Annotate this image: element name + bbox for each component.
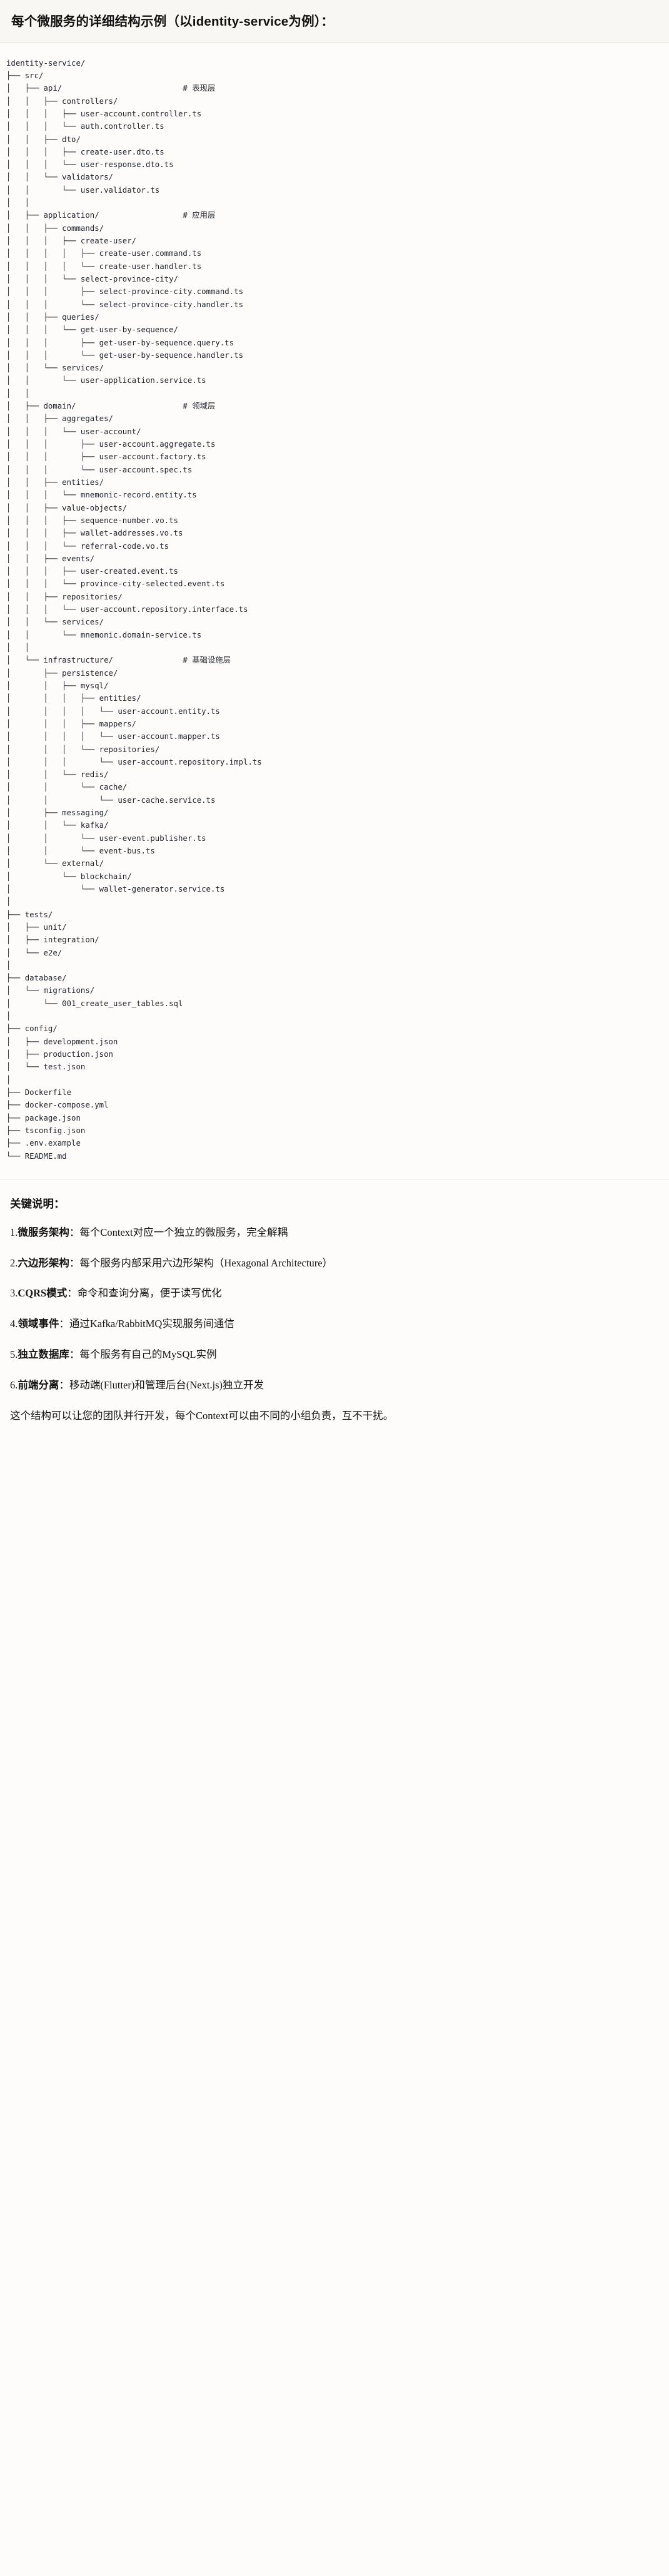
key-point-description: ：移动端(Flutter)和管理后台(Next.js)独立开发 xyxy=(59,1378,264,1391)
key-point-number: 5. xyxy=(10,1348,18,1360)
key-point-term: 领域事件 xyxy=(18,1318,59,1330)
key-point-item: 2.六边形架构：每个服务内部采用六边形架构（Hexagonal Architec… xyxy=(10,1256,659,1271)
key-point-number: 3. xyxy=(10,1287,18,1300)
key-point-term: 六边形架构 xyxy=(18,1256,69,1269)
key-point-description: ：每个服务内部采用六边形架构（Hexagonal Architecture） xyxy=(69,1256,333,1269)
key-point-number: 6. xyxy=(10,1378,18,1391)
key-point-description: ：命令和查询分离，便于读写优化 xyxy=(67,1287,222,1300)
key-point-item: 5.独立数据库：每个服务有自己的MySQL实例 xyxy=(10,1347,659,1363)
key-point-item: 3.CQRS模式：命令和查询分离，便于读写优化 xyxy=(10,1286,659,1301)
key-point-description: ：每个Context对应一个独立的微服务，完全解耦 xyxy=(69,1226,288,1238)
page-header: 每个微服务的详细结构示例（以identity-service为例）： xyxy=(0,0,669,43)
key-point-description: ：每个服务有自己的MySQL实例 xyxy=(69,1348,217,1360)
key-point-term: 前端分离 xyxy=(18,1378,59,1391)
key-point-number: 4. xyxy=(10,1318,18,1330)
key-points-list: 1.微服务架构：每个Context对应一个独立的微服务，完全解耦 2.六边形架构… xyxy=(10,1225,659,1393)
key-point-term: CQRS模式 xyxy=(18,1287,68,1300)
key-point-description: ：通过Kafka/RabbitMQ实现服务间通信 xyxy=(59,1318,234,1330)
directory-tree: identity-service/ ├── src/ │ ├── api/ # … xyxy=(6,58,262,1161)
key-points-heading: 关键说明： xyxy=(10,1197,65,1210)
key-point-item: 4.领域事件：通过Kafka/RabbitMQ实现服务间通信 xyxy=(10,1316,659,1332)
key-point-number: 2. xyxy=(10,1256,18,1269)
key-point-number: 1. xyxy=(10,1226,18,1238)
closing-note: 这个结构可以让您的团队并行开发，每个Context可以由不同的小组负责，互不干扰… xyxy=(10,1410,394,1422)
key-point-item: 6.前端分离：移动端(Flutter)和管理后台(Next.js)独立开发 xyxy=(10,1378,659,1393)
key-point-term: 微服务架构 xyxy=(18,1226,69,1238)
directory-tree-block: identity-service/ ├── src/ │ ├── api/ # … xyxy=(0,43,669,1179)
key-points-section: 关键说明： 1.微服务架构：每个Context对应一个独立的微服务，完全解耦 2… xyxy=(0,1179,669,1439)
page-title: 每个微服务的详细结构示例（以identity-service为例）： xyxy=(11,14,334,29)
key-point-term: 独立数据库 xyxy=(18,1348,69,1360)
key-point-item: 1.微服务架构：每个Context对应一个独立的微服务，完全解耦 xyxy=(10,1225,659,1241)
